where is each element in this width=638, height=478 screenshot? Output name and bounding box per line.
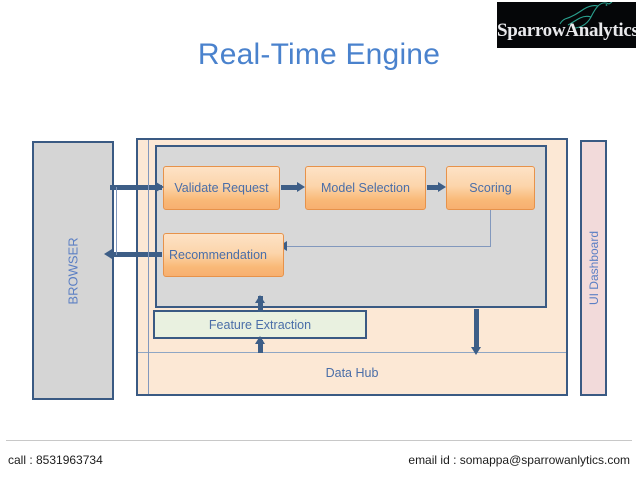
footer-divider xyxy=(6,440,632,441)
feature-to-engine-line xyxy=(258,296,263,312)
feature-to-engine-arrow xyxy=(255,295,265,303)
footer-phone: call : 8531963734 xyxy=(8,453,103,467)
sparrow-analytics-logo: SparrowAnalytics xyxy=(497,2,636,48)
recommendation-to-browser-arrow xyxy=(104,249,112,259)
process-box-validate-request[interactable]: Validate Request xyxy=(163,166,280,210)
process-box-model-selection[interactable]: Model Selection xyxy=(305,166,426,210)
process-box-recommendation[interactable]: Recommendation xyxy=(163,233,284,277)
validate-to-model-arrow xyxy=(297,182,305,192)
data-hub-label: Data Hub xyxy=(325,366,379,380)
model-to-scoring-arrow xyxy=(438,182,446,192)
ui-dashboard-label: UI Dashboard xyxy=(586,230,601,306)
recommendation-to-browser-line xyxy=(110,252,162,257)
browser-panel-label: BROWSER xyxy=(65,236,81,305)
browser-to-validate-line xyxy=(110,185,162,190)
logo-text: SparrowAnalytics xyxy=(497,20,636,41)
validate-to-model-line xyxy=(281,185,297,190)
datahub-to-feature-line xyxy=(258,340,263,353)
footer-email: email id : somappa@sparrowanlytics.com xyxy=(408,453,630,467)
scoring-to-recommendation-horizontal xyxy=(286,246,491,247)
bird-icon xyxy=(559,2,613,29)
process-box-scoring[interactable]: Scoring xyxy=(446,166,535,210)
datahub-to-feature-arrow xyxy=(255,336,265,344)
engine-to-datahub-arrow xyxy=(471,347,481,355)
browser-to-validate-arrow xyxy=(156,182,164,192)
browser-routing-line-1 xyxy=(116,187,117,255)
page-title: Real-Time Engine xyxy=(197,38,441,71)
outer-container-inner-routing-line xyxy=(148,140,149,394)
scoring-to-recommendation-vertical xyxy=(490,210,491,246)
model-to-scoring-line xyxy=(427,185,439,190)
browser-panel: BROWSER xyxy=(32,141,114,400)
data-hub-divider xyxy=(138,352,566,353)
engine-to-datahub-line xyxy=(474,309,479,349)
feature-extraction-box[interactable]: Feature Extraction xyxy=(153,310,367,339)
ui-dashboard-panel: UI Dashboard xyxy=(580,140,607,396)
